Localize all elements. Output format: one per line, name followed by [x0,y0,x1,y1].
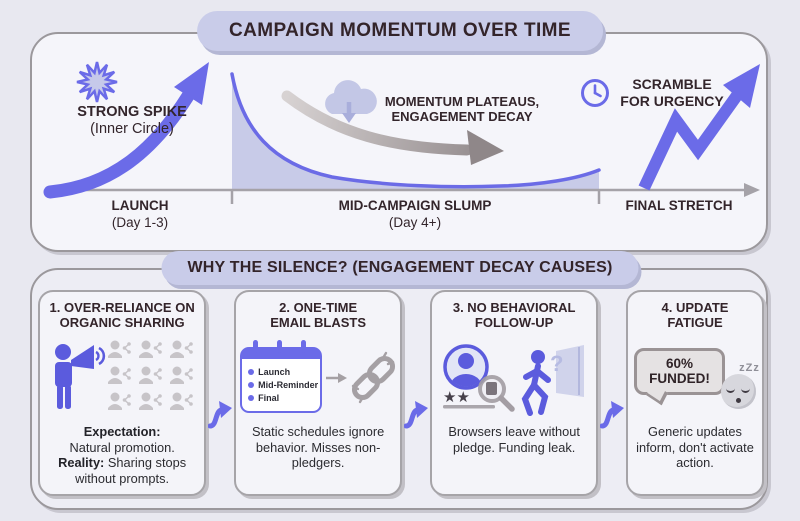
clock-icon [580,78,610,113]
card1-icon-zone [46,332,198,424]
funded-speech-bubble: 60% FUNDED! [634,347,725,395]
bubble-percent: 60% [665,355,694,371]
small-right-arrow-icon [326,373,348,383]
card2-title: 2. ONE-TIME EMAIL BLASTS [270,300,367,332]
phase-launch-name: LAUNCH [111,198,169,213]
card3-title-line1: 3. NO BEHAVIORAL [452,300,576,315]
cloud-decay-icon [325,80,377,123]
card1-expectation-label: Expectation: [83,424,161,439]
avatar-review-icon: ★★ [443,344,496,409]
door-question-mark: ? [550,351,563,376]
card4-title: 4. UPDATE FATIGUE [634,300,756,332]
card1-title-line2: ORGANIC SHARING [59,314,185,330]
causes-cards-row: 1. OVER-RELIANCE ON ORGANIC SHARING [38,290,764,496]
timeline-axis [46,188,744,204]
card1-title-line1: 1. OVER-RELIANCE ON [49,300,195,315]
card3-title-line2: FOLLOW-UP [474,314,554,330]
door-icon: ? [550,345,585,397]
cause-card-update-fatigue: 4. UPDATE FATIGUE 60% FUNDED! zZz [626,290,764,496]
card1-reality-text: Sharing stops without prompts. [75,455,187,486]
flow-arrow-3 [600,401,625,429]
causes-panel: 1. OVER-RELIANCE ON ORGANIC SHARING [30,268,768,510]
calendar-item: Launch [248,367,315,377]
card3-desc: Browsers leave without pledge. Funding l… [448,424,580,455]
rating-stars-icon: ★★ [443,389,470,406]
launch-spike-arrow [43,62,209,199]
card1-desc: Expectation: Natural promotion. Reality:… [46,424,198,486]
starburst-icon [76,61,118,103]
card2-icon-zone: Launch Mid-Reminder Final [240,332,396,424]
urgency-annotation-line1: SCRAMBLE [632,76,712,92]
card4-title-line1: 4. UPDATE FATIGUE [661,300,729,330]
main-title: CAMPAIGN MOMENTUM OVER TIME [197,11,603,51]
card1-title: 1. OVER-RELIANCE ON ORGANIC SHARING [49,300,195,332]
card2-title-line2: EMAIL BLASTS [270,314,367,330]
axis-arrowhead [744,183,760,197]
calendar-item-launch: Launch [258,367,291,377]
momentum-chart-panel: STRONG SPIKE (Inner Circle) MOMENTUM PLA… [30,32,768,252]
card4-icon-zone: 60% FUNDED! zZz [634,332,759,424]
phase-slump-detail: (Day 4+) [388,214,442,230]
bubble-funded: FUNDED! [649,371,710,387]
calendar-item: Mid-Reminder [248,380,319,390]
card1-expectation-text: Natural promotion. [69,439,175,455]
audience-grid-icon [107,339,194,411]
urgency-annotation-line2: FOR URGENCY [620,92,724,109]
final-stretch-arrow [638,64,760,191]
flow-arrow-1 [208,401,233,429]
calendar-icon: Launch Mid-Reminder Final [240,340,323,413]
megaphone-sharing-icon [55,339,194,411]
card3-title: 3. NO BEHAVIORAL FOLLOW-UP [452,300,576,332]
card2-desc: Static schedules ignore behavior. Misses… [251,424,385,471]
calendar-item-mid-reminder: Mid-Reminder [258,380,319,390]
momentum-chart [43,61,760,204]
spike-annotation-line2: (Inner Circle) [90,121,174,138]
cause-card-email-blasts: 2. ONE-TIME EMAIL BLASTS Launch Mid-Remi… [234,290,403,496]
sleeping-face-icon: zZz [720,362,759,409]
calendar-item-final: Final [258,393,280,403]
card4-desc: Generic updates inform, don't activate a… [636,424,754,471]
zzz-text: zZz [739,361,760,374]
urgency-annotation: SCRAMBLE FOR URGENCY [610,76,734,109]
phase-label-slump: MID-CAMPAIGN SLUMP (Day 4+) [315,198,515,232]
plateau-annotation: MOMENTUM PLATEAUS, ENGAGEMENT DECAY [364,94,560,125]
broken-chain-icon [351,351,396,404]
card1-reality-label: Reality: [58,455,105,471]
phase-launch-detail: (Day 1-3) [111,214,169,230]
phase-final-name: FINAL STRETCH [625,198,733,213]
causes-section-title: WHY THE SILENCE? (ENGAGEMENT DECAY CAUSE… [161,251,639,285]
walking-person-icon [521,350,552,416]
phase-slump-name: MID-CAMPAIGN SLUMP [338,198,492,213]
browser-leaves-icon: ? ★★ [443,344,585,416]
card3-icon-zone: ? ★★ [438,332,590,424]
decline-arrow [281,90,504,165]
spike-annotation: STRONG SPIKE (Inner Circle) [42,104,222,138]
magnifier-icon [478,375,515,412]
phase-label-final: FINAL STRETCH [599,198,759,215]
announcer-person-icon [55,344,106,409]
spike-annotation-line1: STRONG SPIKE [77,104,187,120]
cause-card-no-follow-up: 3. NO BEHAVIORAL FOLLOW-UP ? [430,290,599,496]
card2-title-line1: 2. ONE-TIME [279,300,358,315]
plateau-annotation-line2: ENGAGEMENT DECAY [391,109,533,125]
calendar-item: Final [248,393,315,403]
cause-card-organic-sharing: 1. OVER-RELIANCE ON ORGANIC SHARING [38,290,207,496]
plateau-annotation-line1: MOMENTUM PLATEAUS, [384,94,540,109]
flow-arrow-2 [404,401,429,429]
decay-curve [230,72,601,190]
phase-label-launch: LAUNCH (Day 1-3) [60,198,220,232]
